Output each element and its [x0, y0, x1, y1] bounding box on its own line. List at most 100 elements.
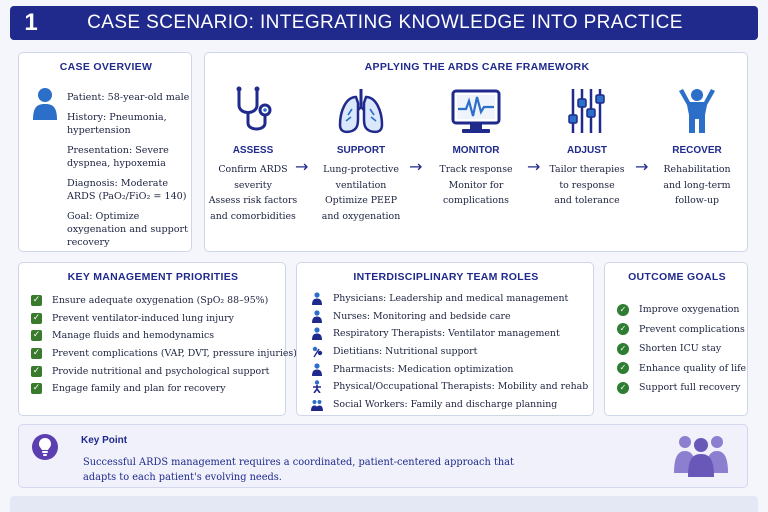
outcome-goals-title: OUTCOME GOALS [628, 271, 726, 283]
key-point-title: Key Point [81, 435, 128, 446]
list-item-text: Dietitians: Nutritional support [333, 346, 478, 358]
step-label: RECOVER [672, 145, 722, 156]
respiratory-therapist-icon [312, 327, 322, 341]
checkbox-checked-icon: ✓ [31, 312, 42, 324]
list-item: Pharmacists: Medication optimization [311, 360, 588, 378]
arrow-icon: → [295, 157, 309, 176]
recover-person-icon [679, 89, 715, 133]
step-line: and long-term [663, 179, 731, 191]
list-item-text: Prevent complications (VAP, DVT, pressur… [52, 348, 297, 360]
arrow-icon: → [527, 157, 541, 176]
step-line: and oxygenation [321, 210, 401, 222]
physician-icon [312, 292, 322, 306]
list-item-text: Nurses: Monitoring and bedside care [333, 310, 511, 322]
step-description: Tailor therapies to response and toleran… [539, 162, 635, 209]
list-item: Respiratory Therapists: Ventilator manag… [311, 325, 588, 343]
step-line: complications [443, 195, 509, 206]
list-item-text: Support full recovery [639, 382, 741, 394]
list-item: ✓ Support full recovery [617, 378, 746, 398]
check-circle-icon: ✓ [617, 362, 629, 375]
step-label: ASSESS [232, 145, 274, 156]
check-circle-icon: ✓ [617, 323, 629, 336]
list-item-text: Physical/Occupational Therapists: Mobili… [333, 381, 589, 393]
dietitian-icon [312, 346, 323, 358]
pharmacist-icon [312, 363, 322, 376]
checkbox-checked-icon: ✓ [31, 330, 42, 342]
list-item: Social Workers: Family and discharge pla… [311, 396, 588, 414]
step-line: to response [559, 179, 615, 191]
key-point-banner: Key Point Successful ARDS management req… [18, 424, 748, 488]
list-item-text: Enhance quality of life [639, 362, 747, 374]
step-adjust: ADJUST Tailor therapies to response and … [539, 85, 635, 209]
header-banner: 1 CASE SCENARIO: INTEGRATING KNOWLEDGE I… [10, 6, 758, 40]
monitor-icon [451, 89, 501, 133]
stethoscope-icon [236, 86, 272, 131]
checkbox-checked-icon: ✓ [31, 295, 42, 307]
arrow-icon: → [409, 157, 423, 176]
case-presentation: Presentation: Severe dyspnea, hypoxemia [67, 145, 169, 169]
team-roles-list: Physicians: Leadership and medical manag… [311, 290, 588, 413]
arrow-icon: → [635, 157, 649, 176]
case-overview-card: CASE OVERVIEW Patient: 58-year-old male … [18, 52, 192, 252]
outcome-goals-card: OUTCOME GOALS ✓Improve oxygenation ✓Prev… [604, 262, 748, 416]
nurse-icon [312, 310, 322, 323]
social-workers-icon [311, 399, 323, 411]
list-item-text: Respiratory Therapists: Ventilator manag… [333, 328, 560, 340]
patient-icon [33, 88, 57, 120]
priorities-card: KEY MANAGEMENT PRIORITIES ✓Ensure adequa… [18, 262, 297, 416]
case-patient: Patient: 58-year-old male [67, 92, 190, 103]
step-description: Confirm ARDS severity Assess risk factor… [205, 162, 301, 224]
check-circle-icon: ✓ [617, 342, 629, 355]
lungs-icon [338, 89, 384, 134]
care-team-group-icon [674, 436, 728, 477]
check-circle-icon: ✓ [617, 381, 629, 394]
list-item-text: Provide nutritional and psychological su… [52, 365, 270, 377]
step-label: SUPPORT [336, 145, 386, 156]
list-item-text: Shorten ICU stay [639, 343, 722, 355]
list-item-text: Prevent complications [639, 323, 745, 335]
step-description: Lung-protective ventilation Optimize PEE… [313, 162, 409, 224]
list-item: ✓Prevent ventilator-induced lung injury [31, 310, 297, 328]
step-line: Assess risk factors [208, 195, 298, 206]
step-assess: ASSESS Confirm ARDS severity Assess risk… [205, 85, 301, 224]
step-recover: RECOVER Rehabilitation and long-term fol… [649, 85, 745, 209]
check-circle-icon: ✓ [617, 303, 629, 316]
step-line: Optimize PEEP [324, 195, 398, 206]
case-history: History: Pneumonia, hypertension [67, 112, 167, 136]
team-roles-card: INTERDISCIPLINARY TEAM ROLES Physicians:… [296, 262, 594, 416]
step-line: follow-up [675, 195, 719, 206]
framework-card: APPLYING THE ARDS CARE FRAMEWORK ASSESS … [204, 52, 748, 252]
step-line: and tolerance [554, 195, 620, 206]
list-item: Dietitians: Nutritional support [311, 343, 588, 361]
step-description: Rehabilitation and long-term follow-up [649, 162, 745, 209]
list-item: ✓Ensure adequate oxygenation (SpO₂ 88–95… [31, 292, 297, 310]
step-line: Rehabilitation [663, 164, 731, 175]
therapist-icon [313, 380, 321, 394]
lightbulb-icon [32, 434, 58, 460]
step-monitor: MONITOR Track response Monitor for compl… [428, 85, 524, 209]
list-item: ✓ Manage fluids and hemodynamics [31, 327, 297, 345]
sliders-icon [568, 89, 605, 133]
step-line: Confirm ARDS [218, 164, 288, 175]
step-label: MONITOR [452, 145, 500, 156]
checkbox-checked-icon: ✓ [31, 365, 42, 377]
list-item-text: Pharmacists: Medication optimization [333, 363, 514, 375]
case-details: Patient: 58-year-old male History: Pneum… [67, 91, 191, 256]
scenario-number: 1 [24, 9, 38, 36]
team-roles-title: INTERDISCIPLINARY TEAM ROLES [353, 271, 539, 283]
step-support: SUPPORT Lung-protective ventilation Opti… [313, 85, 409, 224]
checkbox-checked-icon: ✓ [31, 383, 42, 395]
step-label: ADJUST [566, 145, 607, 156]
framework-title: APPLYING THE ARDS CARE FRAMEWORK [364, 61, 590, 73]
priorities-list: ✓Ensure adequate oxygenation (SpO₂ 88–95… [31, 292, 297, 398]
list-item-text: Manage fluids and hemodynamics [52, 330, 215, 342]
step-line: Lung-protective [323, 164, 399, 175]
list-item-text: Engage family and plan for recovery [52, 383, 226, 395]
list-item: Nurses: Monitoring and bedside care [311, 308, 588, 326]
case-goal: Goal: Optimize oxygenation and support r… [67, 211, 188, 248]
key-point-text: Successful ARDS management requires a co… [83, 457, 514, 483]
step-line: ventilation [335, 179, 387, 191]
list-item: ✓ Enhance quality of life [617, 359, 746, 379]
checkbox-checked-icon: ✓ [31, 348, 42, 360]
step-line: Monitor for [448, 179, 504, 191]
